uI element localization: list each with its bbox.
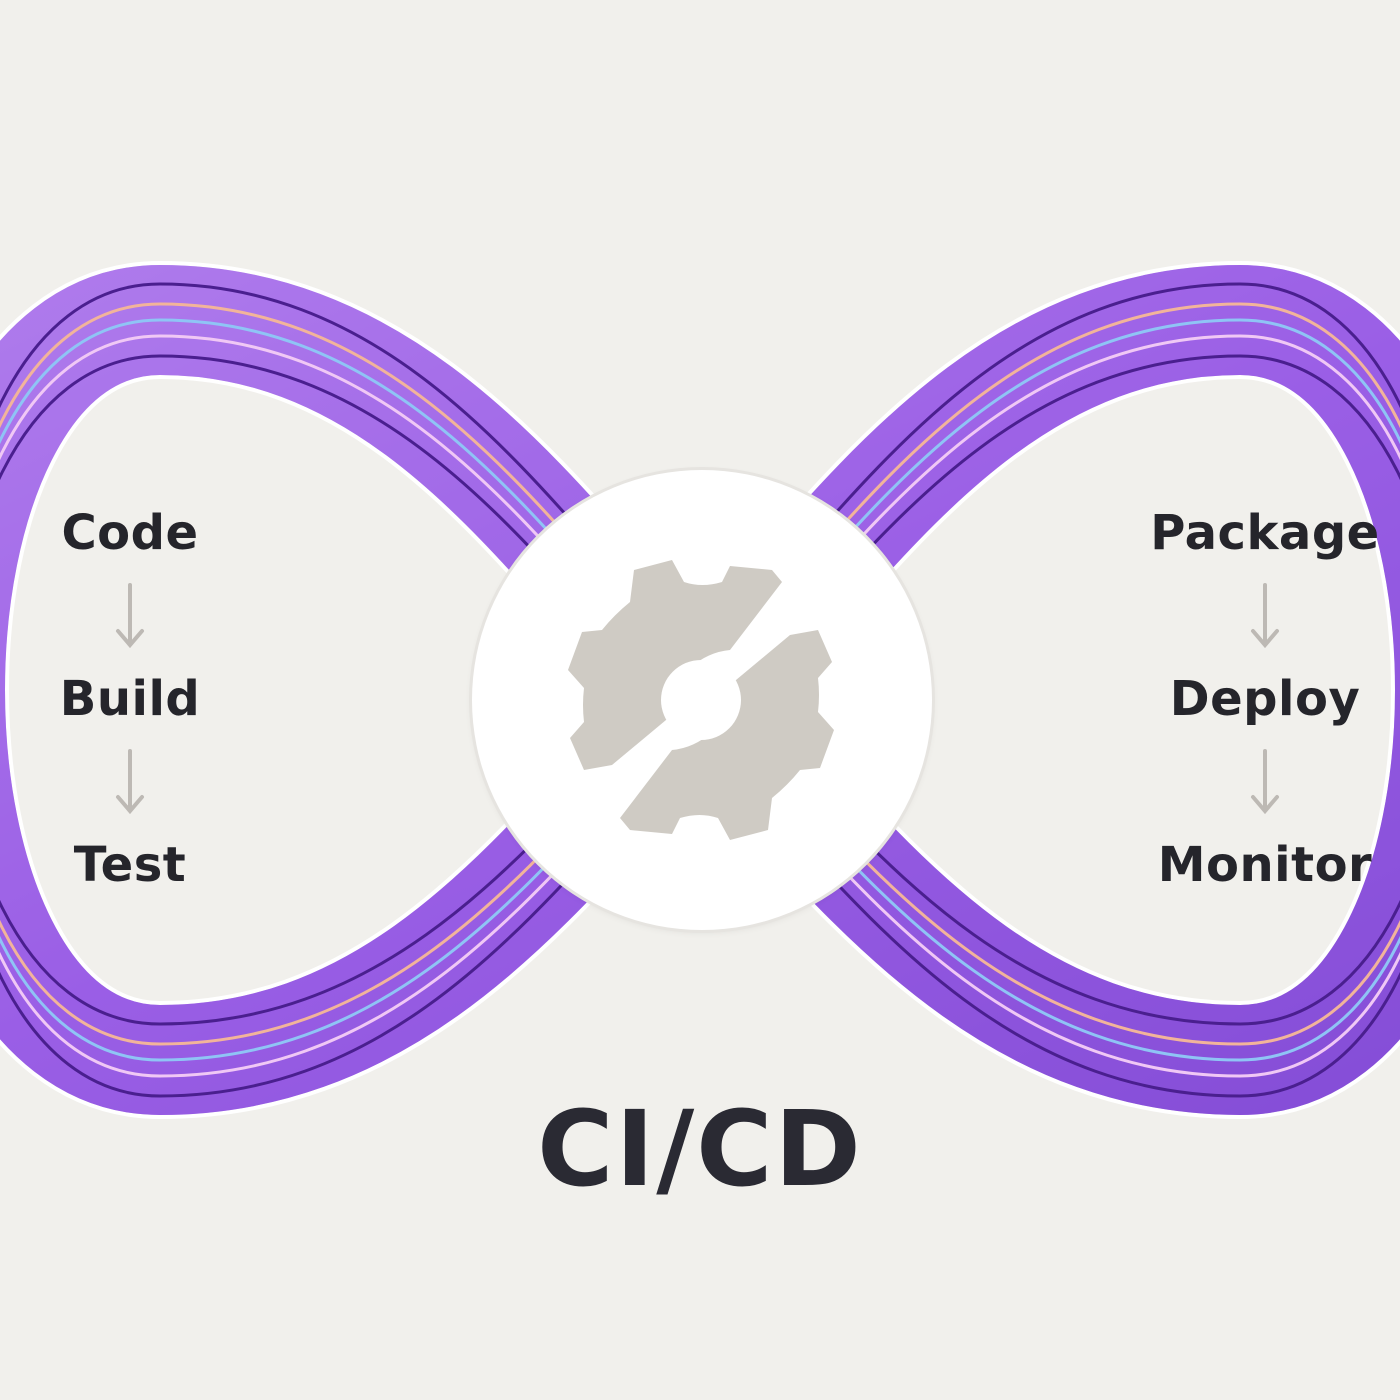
stage-package: Package	[1150, 505, 1380, 561]
stage-deploy: Deploy	[1169, 671, 1361, 727]
center-hub	[472, 470, 932, 930]
stage-code: Code	[61, 505, 199, 561]
gear-upper-left	[568, 560, 782, 770]
ci-stages: Code Build Test	[30, 500, 230, 898]
cd-stages: Package Deploy Monitor	[1130, 500, 1400, 898]
arrow-down-icon	[110, 566, 150, 666]
gears-icon	[568, 560, 834, 840]
arrow-down-icon	[1245, 566, 1285, 666]
gear-lower-right	[620, 630, 834, 840]
stage-monitor: Monitor	[1157, 837, 1373, 893]
gear-hole	[661, 660, 741, 740]
diagram-title: CI/CD	[537, 1088, 863, 1210]
arrow-down-icon	[110, 732, 150, 832]
arrow-down-icon	[1245, 732, 1285, 832]
stage-build: Build	[59, 671, 201, 727]
stage-test: Test	[73, 837, 187, 893]
